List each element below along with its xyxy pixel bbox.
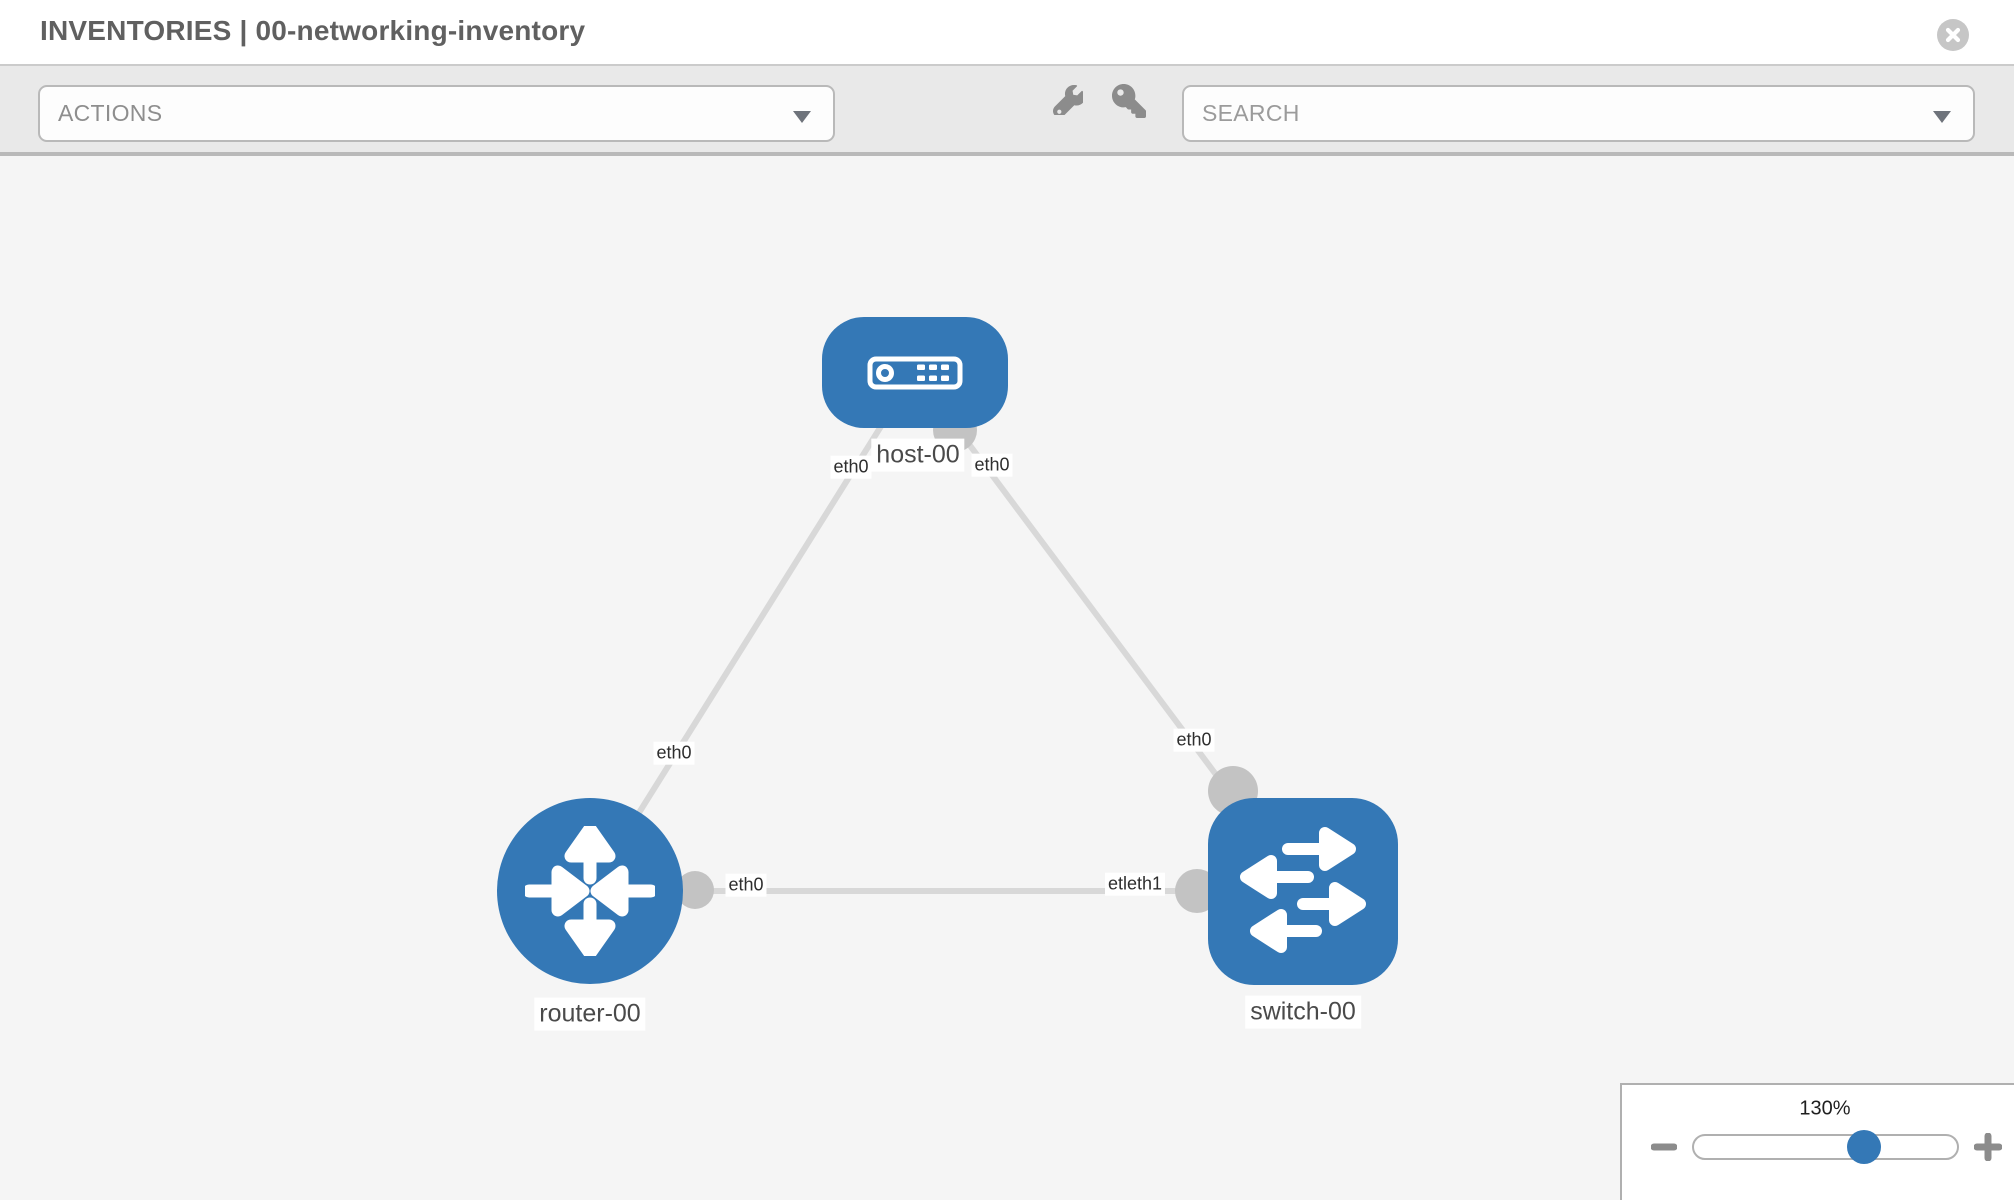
wrench-icon [1053,85,1083,115]
router-icon [525,826,655,956]
zoom-in-button[interactable] [1974,1133,2002,1161]
topology-canvas[interactable]: host-00 router-00 switch-00 eth0 eth0 et… [0,156,2014,1200]
node-label-switch: switch-00 [1245,995,1361,1029]
key-button[interactable] [1111,84,1147,118]
actions-dropdown[interactable]: ACTIONS [38,85,835,142]
zoom-panel: 130% [1620,1083,2014,1200]
zoom-slider[interactable] [1692,1134,1959,1160]
links-layer [587,370,1306,913]
node-switch-00[interactable] [1208,798,1398,985]
node-host-00[interactable] [822,317,1008,428]
plus-icon [1974,1133,2002,1161]
chevron-down-icon [1933,111,1951,123]
search-input[interactable] [1184,87,1973,140]
close-icon [1945,27,1961,43]
interface-label-router-right: eth0 [725,873,767,897]
node-label-host: host-00 [871,438,965,472]
interface-label-switch-left: etleth1 [1104,872,1166,896]
key-icon [1112,84,1146,118]
search-dropdown[interactable] [1182,85,1975,142]
page-header: INVENTORIES | 00-networking-inventory [0,0,2014,64]
zoom-level: 130% [1799,1097,1851,1120]
interface-label-router-top: eth0 [653,741,695,765]
page-title: INVENTORIES | 00-networking-inventory [40,15,586,46]
switch-icon [1240,826,1366,953]
wrench-button[interactable] [1053,85,1083,115]
interface-label-host-right: eth0 [971,453,1013,477]
interface-label-host-left: eth0 [830,455,872,479]
node-router-00[interactable] [497,798,683,984]
actions-dropdown-label: ACTIONS [58,100,163,126]
zoom-out-button[interactable] [1650,1134,1678,1160]
host-icon [867,356,963,389]
minus-icon [1651,1143,1677,1151]
interface-label-switch-top: eth0 [1173,728,1215,752]
toolbar: ACTIONS [0,64,2014,156]
zoom-slider-thumb[interactable] [1847,1130,1881,1164]
link-endpoint-router[interactable] [676,871,714,909]
chevron-down-icon [793,111,811,123]
close-button[interactable] [1937,19,1969,51]
node-label-router: router-00 [534,997,646,1031]
